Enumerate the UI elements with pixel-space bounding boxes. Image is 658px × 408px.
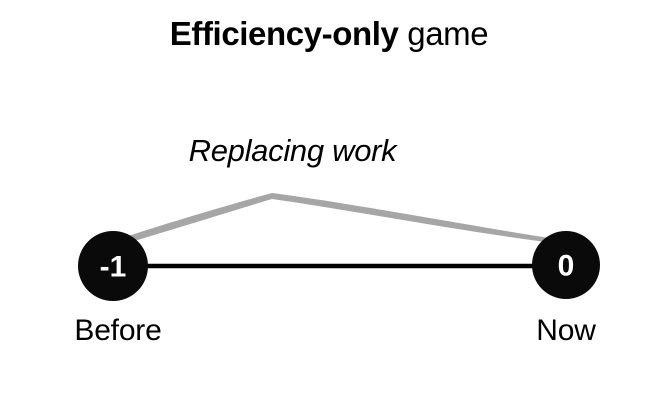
node-before-caption: Before bbox=[74, 314, 162, 347]
node-now[interactable]: 0 bbox=[532, 231, 600, 299]
node-before-value: -1 bbox=[100, 251, 127, 284]
page-title: Efficiency-only game bbox=[0, 14, 658, 54]
curved-edge-label: Replacing work bbox=[188, 133, 397, 168]
node-before-circle bbox=[78, 231, 148, 301]
page-title-emphasis: Efficiency-only bbox=[169, 15, 399, 52]
node-before[interactable]: -1 bbox=[78, 231, 148, 301]
node-now-value: 0 bbox=[558, 250, 575, 283]
node-now-caption: Now bbox=[536, 314, 596, 347]
node-now-circle bbox=[532, 231, 600, 299]
page-title-rest: game bbox=[398, 15, 489, 52]
replacing-work-edge bbox=[113, 193, 562, 247]
